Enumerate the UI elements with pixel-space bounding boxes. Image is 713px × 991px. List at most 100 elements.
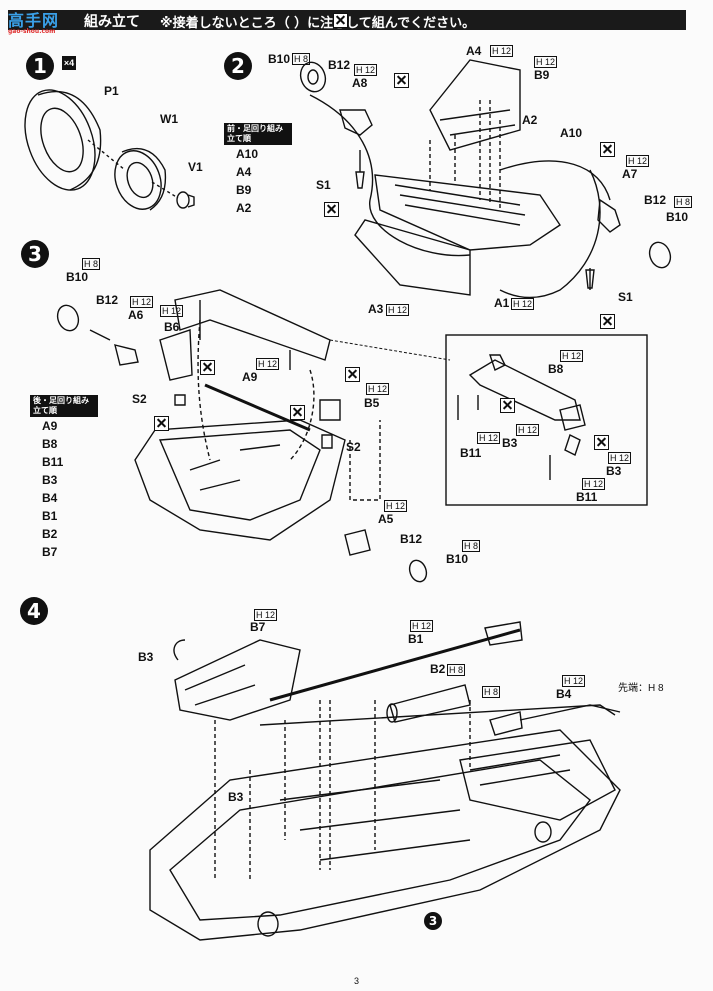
label-h8: H 8 — [462, 540, 481, 552]
front-suspension-sequence: 前・足回り組み立て順 A10 A4 B9 A2 — [224, 123, 292, 217]
no-glue-icon — [290, 405, 305, 420]
sequence-item: A10 — [236, 147, 259, 161]
label-b6: B6 — [164, 320, 180, 334]
label-h8: H 8 — [292, 53, 311, 65]
sequence-item: B7 — [42, 545, 58, 559]
label-h12: H 12 — [354, 64, 378, 76]
label-w1: W1 — [160, 112, 178, 126]
label-b3: B3 — [502, 436, 518, 450]
label-h12: H 12 — [254, 609, 278, 621]
label-b5: B5 — [364, 396, 380, 410]
no-glue-icon — [154, 416, 169, 431]
label-h12: H 12 — [511, 298, 535, 310]
cap-drawing — [176, 191, 195, 209]
label-p1: P1 — [104, 84, 119, 98]
chassis-drawing — [149, 621, 621, 941]
no-glue-icon — [394, 73, 409, 88]
label-h8: H 8 — [482, 686, 501, 698]
label-h12: H 12 — [386, 304, 410, 316]
no-glue-icon — [345, 367, 360, 382]
label-s1: S1 — [316, 178, 331, 192]
rear-suspension-drawing — [56, 289, 451, 583]
sequence-item: B11 — [42, 455, 64, 469]
label-b11: B11 — [460, 446, 482, 460]
rear-suspension-sequence: 後・足回り組み立て順 A9 B8 B11 B3 B4 B1 B2 B7 — [30, 395, 98, 561]
label-b9: B9 — [534, 68, 550, 82]
label-b12: B12 — [400, 532, 423, 546]
no-glue-icon — [600, 142, 615, 157]
label-b3: B3 — [606, 464, 622, 478]
sequence-item: A9 — [42, 419, 58, 433]
label-a8: A8 — [352, 76, 368, 90]
label-h8: H 8 — [82, 258, 101, 270]
label-a6: A6 — [128, 308, 144, 322]
label-h12: H 12 — [608, 452, 632, 464]
step-4-badge: 4 — [20, 597, 48, 625]
label-a7: A7 — [622, 167, 638, 181]
no-glue-icon — [594, 435, 609, 450]
quantity-badge: ×4 — [62, 56, 76, 70]
label-a10: A10 — [560, 126, 583, 140]
section-tab: 組み立て — [84, 14, 140, 30]
label-a9: A9 — [242, 370, 258, 384]
label-s2: S2 — [346, 440, 361, 454]
detail-inset-drawing — [457, 354, 586, 480]
step-1-badge: 1 — [26, 52, 54, 80]
label-s1: S1 — [618, 290, 633, 304]
label-b4: B4 — [556, 687, 572, 701]
no-glue-icon — [200, 360, 215, 375]
label-b12: B12 — [644, 193, 667, 207]
label-h12: H 12 — [516, 424, 540, 436]
label-a2: A2 — [522, 113, 538, 127]
label-h12: H 12 — [490, 45, 514, 57]
label-h8: H 8 — [674, 196, 693, 208]
label-a5: A5 — [378, 512, 394, 526]
no-glue-icon — [600, 314, 615, 329]
label-b1: B1 — [408, 632, 424, 646]
detail-inset-frame — [445, 334, 648, 506]
sequence-item: B9 — [236, 183, 252, 197]
label-b12: B12 — [96, 293, 119, 307]
label-a1: A1 — [494, 296, 510, 310]
tip-note: 先端：H 8 — [618, 683, 664, 694]
label-h12: H 12 — [256, 358, 280, 370]
label-b10: B10 — [66, 270, 89, 284]
page-number: 3 — [353, 976, 359, 986]
label-h12: H 12 — [384, 500, 408, 512]
front-suspension-drawing — [299, 59, 672, 299]
label-h12: H 12 — [160, 305, 184, 317]
label-h8: H 8 — [447, 664, 466, 676]
no-glue-icon — [324, 202, 339, 217]
label-b10: B10 — [666, 210, 689, 224]
label-h12: H 12 — [582, 478, 606, 490]
label-b11: B11 — [576, 490, 598, 504]
label-h12: H 12 — [130, 296, 154, 308]
label-b2: B2 — [430, 662, 446, 676]
step-3-badge: 3 — [21, 240, 49, 268]
wheel-drawing — [114, 147, 167, 211]
label-b10: B10 — [446, 552, 469, 566]
sequence-title: 後・足回り組み立て順 — [30, 395, 98, 417]
step-2-badge: 2 — [224, 52, 252, 80]
sequence-item: B1 — [42, 509, 58, 523]
sequence-item: B8 — [42, 437, 58, 451]
sequence-item: B2 — [42, 527, 58, 541]
label-b12: B12 — [328, 58, 351, 72]
label-s2: S2 — [132, 392, 147, 406]
label-h12: H 12 — [366, 383, 390, 395]
header-note: ※接着しないところ（ ）に注意して組んでください。 — [160, 16, 476, 31]
label-b10: B10 — [268, 52, 291, 66]
sequence-item: B4 — [42, 491, 58, 505]
tire-drawing — [24, 89, 102, 191]
label-b7: B7 — [250, 620, 266, 634]
label-b8: B8 — [548, 362, 564, 376]
label-h12: H 12 — [410, 620, 434, 632]
label-h12: H 12 — [626, 155, 650, 167]
no-glue-icon — [500, 398, 515, 413]
no-glue-icon — [333, 13, 348, 28]
label-b3: B3 — [228, 790, 244, 804]
label-b3: B3 — [138, 650, 154, 664]
sequence-item: A2 — [236, 201, 252, 215]
